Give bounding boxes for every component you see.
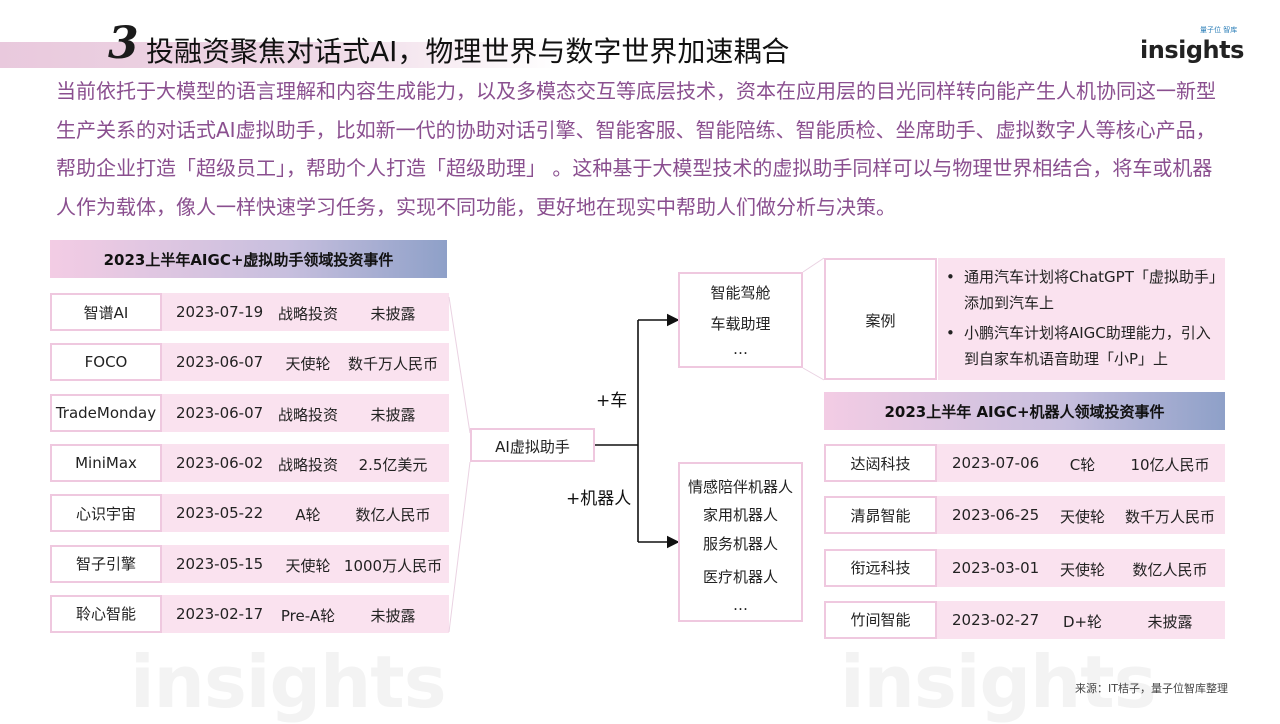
car-item: 智能驾舱 — [710, 284, 771, 302]
invest-round: 天使轮 — [1059, 560, 1105, 579]
invest-date: 2023-06-02 — [176, 453, 264, 472]
robot-item: 服务机器人 — [702, 535, 778, 553]
intro-paragraph: 当前依托于大模型的语言理解和内容生成能力，以及多模态交互等底层技术，资本在应用层… — [56, 79, 1216, 219]
company-name: 智子引擎 — [50, 544, 162, 583]
bullet-icon: • — [946, 268, 955, 286]
case-point-text: 通用汽车计划将ChatGPT「虚拟助手」添加到汽车上 — [964, 268, 1217, 312]
company-name: MiniMax — [50, 443, 162, 482]
center-node-box — [470, 428, 595, 462]
robot-items-box — [678, 462, 803, 622]
invest-amount: 数亿人民币 — [1132, 560, 1208, 579]
invest-amount: 数千万人民币 — [1124, 508, 1215, 527]
invest-date: 2023-06-25 — [952, 506, 1040, 525]
robot-item: … — [733, 596, 748, 614]
robot-item: 医疗机器人 — [702, 568, 778, 586]
invest-date: 2023-06-07 — [176, 353, 264, 372]
page-title: 投融资聚焦对话式AI，物理世界与数字世界加速耦合 — [146, 35, 790, 68]
company-name: 智谱AI — [50, 293, 162, 331]
invest-date: 2023-05-15 — [176, 554, 264, 573]
invest-amount: 2.5亿美元 — [358, 455, 428, 474]
brand-logo-subtitle: 量子位 智库 — [1200, 26, 1238, 34]
car-item: 车载助理 — [710, 315, 771, 333]
invest-date: 2023-07-06 — [952, 454, 1040, 472]
invest-amount: 10亿人民币 — [1130, 456, 1210, 474]
branch-car-label: +车 — [596, 391, 628, 411]
invest-amount: 未披露 — [370, 305, 416, 323]
invest-round: 战略投资 — [277, 405, 338, 424]
invest-amount: 未披露 — [370, 405, 416, 424]
invest-date: 2023-06-07 — [176, 403, 264, 422]
invest-round: D+轮 — [1062, 612, 1103, 631]
car-item: … — [733, 340, 748, 358]
car-items-box — [678, 272, 803, 368]
company-name: 竹间智能 — [824, 600, 937, 639]
invest-round: 战略投资 — [277, 455, 338, 474]
invest-amount: 数亿人民币 — [355, 506, 431, 525]
invest-date: 2023-02-17 — [176, 604, 264, 623]
company-name: 衔远科技 — [824, 548, 937, 587]
left-bracket-line — [448, 461, 471, 633]
invest-round: C轮 — [1069, 456, 1096, 474]
company-name: 达闼科技 — [824, 444, 937, 482]
invest-date: 2023-03-01 — [952, 558, 1040, 577]
invest-round: 天使轮 — [1059, 508, 1105, 527]
left-table-title: 2023上半年AIGC+虚拟助手领域投资事件 — [50, 240, 447, 278]
company-name: 心识宇宙 — [50, 494, 162, 533]
invest-round: A轮 — [295, 506, 321, 525]
robot-item: 家用机器人 — [702, 506, 778, 524]
invest-round: 天使轮 — [285, 355, 331, 374]
invest-round: 天使轮 — [285, 556, 331, 575]
invest-round: Pre-A轮 — [280, 606, 336, 625]
case-content — [938, 258, 1225, 380]
invest-amount: 未披露 — [1147, 612, 1193, 631]
case-label: 案例 — [865, 312, 896, 330]
company-name: 聆心智能 — [50, 594, 162, 633]
invest-amount: 数千万人民币 — [347, 355, 438, 374]
invest-date: 2023-05-22 — [176, 504, 264, 523]
invest-date: 2023-02-27 — [952, 610, 1040, 629]
title-band — [0, 42, 560, 68]
robot-item: 情感陪伴机器人 — [687, 478, 793, 496]
source-note: 来源：IT桔子，量子位智库整理 — [1075, 682, 1228, 695]
case-point-1: • 通用汽车计划将ChatGPT「虚拟助手」添加到汽车上 — [944, 264, 1219, 316]
invest-amount: 未披露 — [370, 606, 416, 625]
invest-round: 战略投资 — [277, 305, 338, 323]
section-number: 3 — [108, 18, 139, 69]
case-point-2: • 小鹏汽车计划将AIGC助理能力，引入到自家车机语音助理「小P」上 — [944, 320, 1219, 372]
case-bracket-line — [802, 367, 825, 381]
company-name: 清昴智能 — [824, 496, 937, 535]
brand-logo: insights — [1140, 36, 1244, 64]
watermark-logo: insights — [840, 640, 1157, 724]
right-table-title: 2023上半年 AIGC+机器人领域投资事件 — [824, 392, 1225, 430]
left-bracket-line — [448, 296, 471, 434]
company-name: FOCO — [50, 343, 162, 382]
invest-amount: 1000万人民币 — [343, 556, 443, 575]
center-node-label: AI虚拟助手 — [495, 438, 570, 456]
case-bracket-line — [802, 257, 825, 273]
invest-date: 2023-07-19 — [176, 303, 264, 321]
case-label-box — [824, 258, 937, 380]
bullet-icon: • — [946, 324, 955, 342]
company-name: TradeMonday — [50, 393, 162, 432]
case-point-text: 小鹏汽车计划将AIGC助理能力，引入到自家车机语音助理「小P」上 — [964, 324, 1211, 368]
branch-robot-label: +机器人 — [566, 489, 632, 509]
watermark-logo: insights — [130, 640, 447, 724]
